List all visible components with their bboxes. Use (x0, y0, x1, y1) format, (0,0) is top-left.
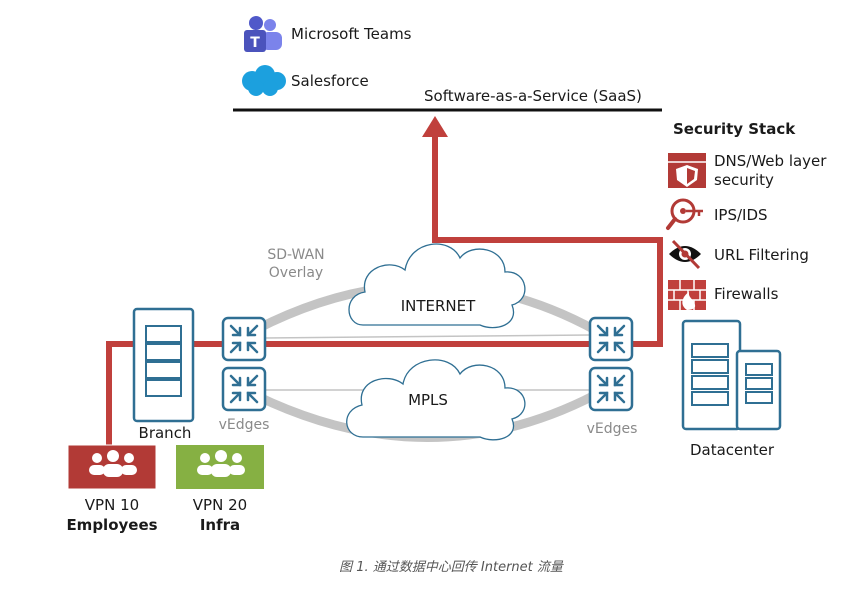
vpn20-name: Infra (200, 516, 240, 534)
salesforce-icon (242, 65, 286, 96)
security-item-ips: IPS/IDS (714, 206, 768, 224)
security-item-url: URL Filtering (714, 246, 809, 264)
overlay-label-line1: SD-WAN (267, 247, 324, 263)
vedges-right-label: vEdges (587, 421, 638, 437)
overlay-label-line2: Overlay (269, 265, 323, 281)
vedge-left-bottom-icon (221, 366, 267, 412)
people-group-icon (89, 450, 137, 477)
vedge-right-top-icon (588, 316, 634, 362)
vpn20-label: VPN 20 (193, 496, 247, 514)
figure-caption: 图 1. 通过数据中心回传 Internet 流量 (339, 560, 565, 575)
vpn10-label: VPN 10 (85, 496, 139, 514)
saas-label: Software-as-a-Service (SaaS) (424, 87, 642, 105)
overlay-thin-top (264, 334, 591, 339)
shield-web-icon (668, 153, 706, 188)
vpn10-employees-box (67, 444, 157, 490)
people-group-icon (197, 450, 245, 477)
firewall-icon (668, 280, 706, 310)
backhaul-traffic-path (106, 133, 663, 455)
datacenter-label: Datacenter (690, 441, 775, 459)
vedge-left-top-icon (221, 316, 267, 362)
vedge-right-bottom-icon (588, 366, 634, 412)
arrow-up-icon (422, 116, 448, 137)
microsoft-teams-icon: T (244, 16, 282, 52)
eye-blocked-icon (669, 239, 701, 270)
internet-label: INTERNET (401, 297, 476, 315)
security-item-firewalls: Firewalls (714, 285, 779, 303)
saas-app-teams: Microsoft Teams (291, 25, 412, 43)
svg-text:T: T (250, 35, 260, 51)
branch-building-icon (132, 307, 195, 423)
internet-cloud (348, 243, 526, 329)
security-item-dns-line1: DNS/Web layer (714, 152, 827, 170)
security-item-dns-line2: security (714, 171, 774, 189)
key-magnifier-icon (666, 198, 703, 230)
mpls-label: MPLS (408, 391, 448, 409)
branch-label: Branch (139, 424, 192, 442)
vpn20-infra-box (176, 445, 264, 489)
mpls-cloud (346, 359, 526, 441)
saas-app-salesforce: Salesforce (291, 72, 369, 90)
vedges-left-label: vEdges (219, 417, 270, 433)
vpn10-name: Employees (66, 516, 157, 534)
datacenter-building-icon (681, 319, 782, 431)
security-stack-title: Security Stack (673, 120, 796, 138)
